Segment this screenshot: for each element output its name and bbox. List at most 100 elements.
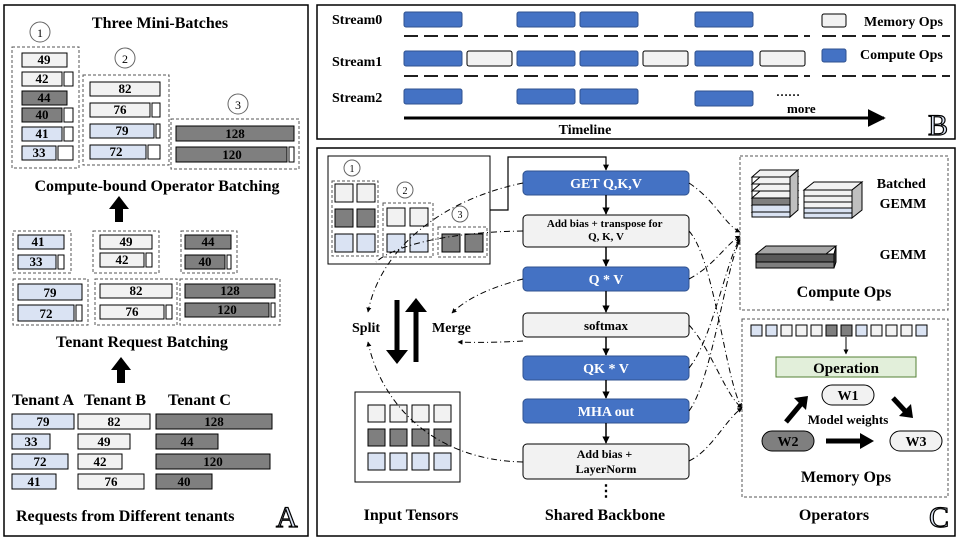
svg-text:79: 79 (37, 414, 51, 429)
panel-a: Three Mini-Batches 1 2 3 49 42 44 40 41 … (3, 4, 309, 537)
req-41: 41 (21, 126, 74, 142)
tenant-a-label: Tenant A (12, 392, 75, 409)
svg-text:82: 82 (130, 283, 143, 298)
split-merge-arrows-icon (386, 298, 427, 364)
svg-text:W3: W3 (906, 435, 927, 450)
weight-w3: W3 (889, 430, 943, 452)
svg-text:44: 44 (38, 90, 52, 105)
tb-41: 41 (17, 234, 65, 250)
panel-b: Stream0 Stream1 Stream2 …… (316, 4, 956, 143)
mini-batch-3: 128 120 (175, 125, 295, 163)
batch-circle-1: 1 (29, 21, 51, 43)
batch-circle-3: 3 (227, 93, 249, 115)
mini-batch-1: 49 42 44 40 41 33 (21, 52, 74, 161)
svg-text:72: 72 (40, 306, 53, 321)
svg-text:42: 42 (94, 454, 107, 469)
svg-text:33: 33 (25, 434, 39, 449)
stream0-label: Stream0 (332, 13, 382, 28)
svg-text:76: 76 (114, 102, 128, 117)
tb-44: 44 (184, 234, 232, 250)
tb-82: 82 (99, 283, 173, 299)
weight-w2: W2 (761, 430, 815, 452)
legend-compute-label: Compute Ops (860, 48, 943, 63)
req-76: 76 (89, 102, 161, 118)
req-79: 79 (89, 123, 161, 139)
batched-gemm-stack-icon (750, 168, 864, 220)
svg-text:3: 3 (458, 210, 463, 221)
input-feed-line (490, 156, 609, 211)
svg-text:128: 128 (204, 414, 224, 429)
batch-circle-2-label: 2 (122, 52, 128, 66)
mb2-grid (386, 207, 429, 253)
svg-text:120: 120 (222, 147, 242, 162)
model-weights-label: Model weights (808, 412, 889, 427)
svg-text:41: 41 (28, 474, 41, 489)
compute-ops-label: Compute Ops (797, 284, 892, 301)
req-82: 82 (89, 81, 161, 97)
gemm-slab-icon (754, 245, 838, 269)
svg-text:40: 40 (178, 474, 191, 489)
svg-text:Q * V: Q * V (589, 273, 624, 288)
svg-text:79: 79 (116, 123, 130, 138)
svg-text:82: 82 (119, 81, 132, 96)
tenant-a-requests: 79 33 72 41 (11, 413, 75, 490)
legend-compute-swatch (821, 48, 847, 63)
svg-text:2: 2 (403, 186, 408, 197)
req-42: 42 (21, 71, 74, 87)
mb-circle-3: 3 (451, 205, 469, 223)
svg-text:40: 40 (36, 107, 49, 122)
request-72: 72 (11, 453, 69, 470)
panel-c: 1 2 3 Split Merge (316, 147, 956, 537)
req-128: 128 (175, 125, 295, 142)
stream2-ops (403, 88, 754, 107)
up-arrow-icon (111, 357, 131, 383)
svg-text:softmax: softmax (584, 318, 629, 333)
tenant-c-requests: 128 44 120 40 (155, 413, 273, 490)
compute-bound-batching-caption: Compute-bound Operator Batching (34, 178, 279, 195)
batched-gemm-label: Batched GEMM (877, 177, 930, 212)
panel-c-corner-label: C (929, 501, 949, 534)
svg-text:44: 44 (181, 434, 195, 449)
stream1-label: Stream1 (332, 55, 382, 70)
operator-connectors (688, 182, 743, 462)
tb-76: 76 (99, 304, 173, 320)
svg-text:44: 44 (202, 234, 216, 249)
svg-text:42: 42 (36, 71, 49, 86)
mb3-grid (441, 233, 484, 253)
stream0-ops (403, 11, 754, 28)
svg-text:MHA out: MHA out (578, 405, 635, 420)
split-label: Split (352, 321, 380, 336)
weight-cycle-arrows-icon (784, 396, 913, 449)
mini-batch-2: 82 76 79 72 (89, 81, 161, 160)
tenant-c-label: Tenant C (168, 392, 231, 409)
svg-text:QK * V: QK * V (583, 362, 629, 377)
svg-text:33: 33 (30, 254, 44, 269)
tb-42: 42 (99, 252, 153, 268)
svg-text:120: 120 (217, 302, 237, 317)
svg-text:82: 82 (108, 414, 121, 429)
svg-text:128: 128 (220, 283, 240, 298)
req-33: 33 (21, 145, 74, 161)
request-42: 42 (77, 453, 123, 470)
tb-33: 33 (17, 254, 65, 270)
merge-label: Merge (432, 321, 471, 336)
request-128: 128 (155, 413, 273, 430)
batch-circle-3-label: 3 (235, 98, 241, 112)
panel-b-corner-label: B (928, 109, 948, 142)
backbone-continuation: ⋮ (598, 483, 614, 500)
svg-text:76: 76 (105, 474, 119, 489)
shared-backbone-label: Shared Backbone (545, 507, 665, 524)
batch-circle-2: 2 (114, 47, 136, 69)
input-tensors-label: Input Tensors (364, 507, 459, 524)
request-79: 79 (11, 413, 75, 430)
mb1-grid (334, 183, 376, 253)
operators-label: Operators (799, 507, 869, 524)
tb-120: 120 (184, 302, 276, 318)
tenant-b-label: Tenant B (84, 392, 146, 409)
mini-batch-1-frame (11, 46, 80, 169)
svg-text:72: 72 (110, 144, 123, 159)
request-33: 33 (11, 433, 51, 450)
svg-text:W2: W2 (778, 435, 799, 450)
op-add-bias-layernorm-label: Add bias + LayerNorm (576, 447, 637, 476)
req-120: 120 (175, 146, 295, 163)
